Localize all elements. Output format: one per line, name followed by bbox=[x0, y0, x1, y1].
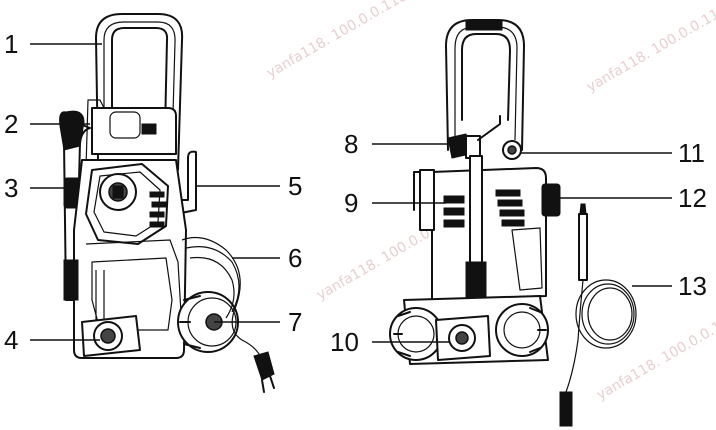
back-handle-outer bbox=[445, 19, 525, 151]
handle-outer bbox=[95, 13, 184, 171]
back-view-unit bbox=[389, 19, 637, 427]
callout-numbers: 1 2 3 4 5 6 7 8 9 10 11 12 13 bbox=[4, 29, 707, 357]
callout-1: 1 bbox=[4, 29, 18, 59]
power-cord bbox=[181, 237, 263, 361]
callout-13: 13 bbox=[678, 271, 707, 301]
plug-pins bbox=[261, 375, 275, 393]
back-handle-ridge bbox=[454, 26, 518, 141]
switch-knob bbox=[112, 185, 124, 199]
hose-coupler bbox=[559, 391, 573, 427]
callout-2: 2 bbox=[4, 109, 18, 139]
callout-3: 3 bbox=[4, 173, 18, 203]
left-foot-strip bbox=[63, 259, 79, 301]
handle-grip bbox=[465, 19, 503, 31]
bracket bbox=[109, 111, 141, 139]
callout-4: 4 bbox=[4, 325, 18, 355]
callout-12: 12 bbox=[678, 183, 707, 213]
back-body bbox=[431, 167, 547, 301]
cord-hook bbox=[175, 150, 197, 215]
handle-ridge bbox=[103, 21, 176, 151]
side-vents bbox=[149, 191, 167, 228]
callout-5: 5 bbox=[288, 171, 302, 201]
back-vents bbox=[443, 189, 525, 228]
valve-pipe bbox=[477, 115, 501, 141]
callout-11: 11 bbox=[678, 138, 705, 168]
wheel-spokes bbox=[179, 295, 201, 349]
watermark-1: yanfa118. 100.0.0.118 bbox=[264, 0, 410, 81]
top-plate bbox=[91, 107, 177, 155]
back-handle-inner bbox=[461, 33, 511, 121]
callout-8: 8 bbox=[344, 129, 358, 159]
hose-coil-1 bbox=[575, 279, 637, 349]
back-hook-line bbox=[413, 171, 421, 211]
body-panel bbox=[91, 257, 173, 331]
callout-9: 9 bbox=[344, 188, 358, 218]
hose-lead bbox=[565, 279, 584, 393]
hose-coil-2 bbox=[581, 283, 635, 345]
front-view-unit bbox=[59, 13, 275, 393]
side-plate bbox=[511, 227, 543, 291]
motor-cover-inner bbox=[93, 171, 161, 237]
bracket-clip bbox=[141, 123, 157, 135]
callout-7: 7 bbox=[288, 307, 302, 337]
back-side-hook bbox=[419, 169, 435, 231]
callout-lines bbox=[30, 43, 672, 343]
watermark-2: yanfa118. 100.0.0.118 bbox=[584, 2, 716, 96]
handle-inner bbox=[111, 27, 169, 131]
watermark-4: yanfa118. 100.0.0.118 bbox=[594, 310, 716, 404]
callout-10: 10 bbox=[330, 327, 359, 357]
power-plug bbox=[253, 351, 275, 381]
lance-coupler bbox=[465, 261, 487, 299]
callout-6: 6 bbox=[288, 243, 302, 273]
water-inlet bbox=[455, 331, 469, 345]
hose-reel-knob-center bbox=[507, 145, 517, 155]
hose-lance bbox=[578, 213, 588, 281]
gun-grip bbox=[59, 110, 85, 151]
body-contour-1 bbox=[85, 239, 183, 331]
water-outlet bbox=[100, 328, 116, 344]
hose-coil-3 bbox=[587, 287, 633, 341]
lance-nozzle-tip bbox=[579, 203, 587, 215]
detergent-knob bbox=[541, 183, 561, 217]
